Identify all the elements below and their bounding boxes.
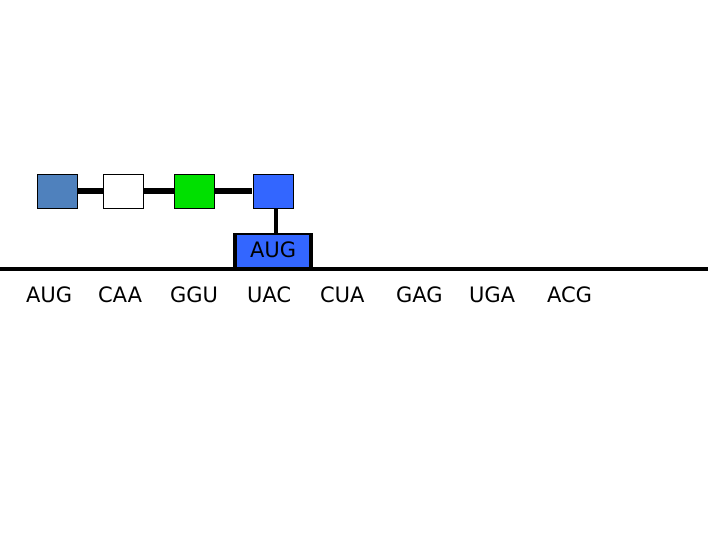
codon-7: UGA: [469, 283, 516, 307]
trna: AUG: [233, 233, 313, 271]
amino-acid-3: [174, 174, 215, 209]
codon-5: CUA: [320, 283, 365, 307]
codon-1: AUG: [26, 283, 73, 307]
peptide-bond: [215, 188, 252, 194]
trna-anticodon: AUG: [249, 238, 296, 262]
codon-6: GAG: [396, 283, 443, 307]
codon-2: CAA: [98, 283, 142, 307]
codon-8: ACG: [547, 283, 592, 307]
amino-acid-4: [253, 174, 294, 209]
amino-acid-1: [37, 174, 78, 209]
peptide-bond: [78, 188, 104, 194]
codon-4: UAC: [247, 283, 292, 307]
trna-stem: [274, 209, 278, 235]
mrna-strand: [0, 267, 708, 271]
codon-3: GGU: [170, 283, 218, 307]
amino-acid-2: [103, 174, 144, 209]
peptide-bond: [144, 188, 175, 194]
